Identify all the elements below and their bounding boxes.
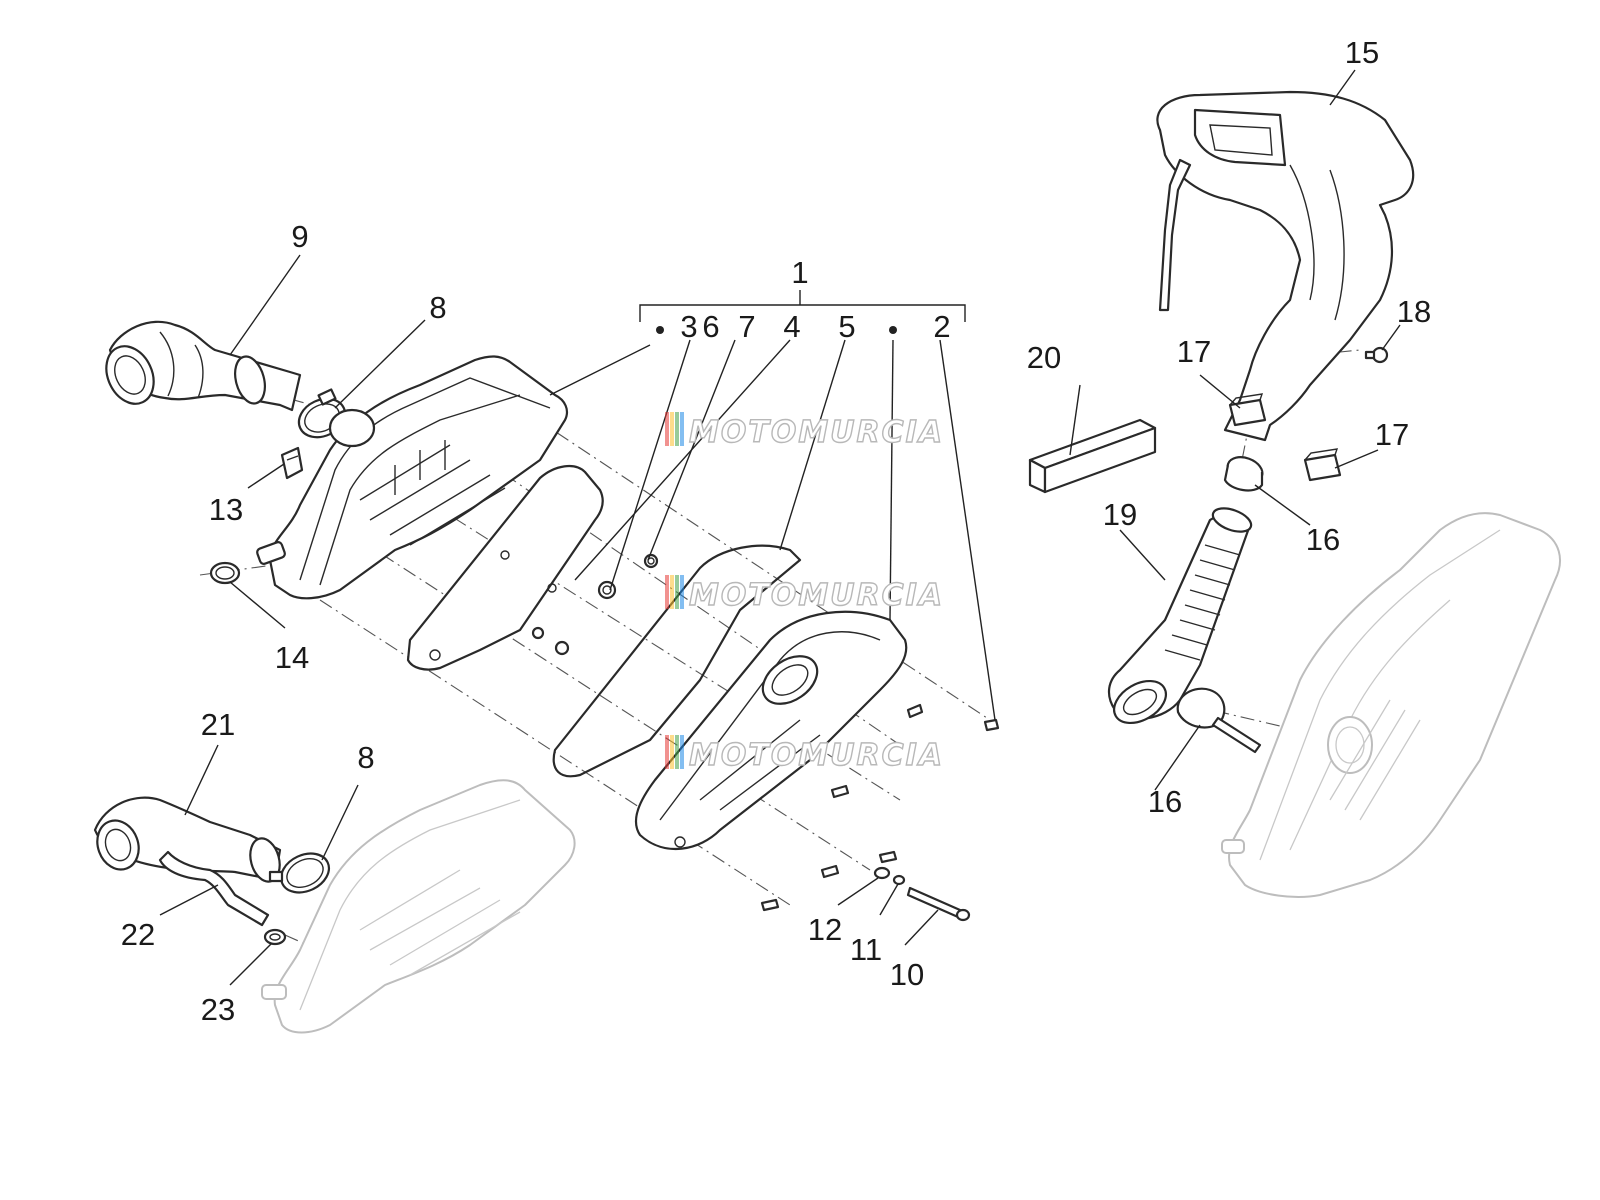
gasket-part-5 [552, 544, 802, 778]
filter-element-part-3 [406, 464, 604, 671]
callout-labels: 1 2 3 4 5 6 7 8 8 9 10 11 12 13 14 15 16… [121, 35, 1431, 1027]
callout-7: 7 [738, 309, 755, 344]
bolt-washers-part-10-11-12 [873, 866, 971, 922]
callout-11: 11 [850, 932, 882, 967]
kit-bracket [639, 290, 966, 334]
screw-part-18 [1364, 346, 1389, 364]
callout-6: 6 [702, 309, 719, 344]
callout-22: 22 [121, 917, 155, 952]
callout-15: 15 [1345, 35, 1379, 70]
callout-17-right: 17 [1375, 417, 1409, 452]
callout-16-upper: 16 [1306, 522, 1340, 557]
intake-duct-part-21 [93, 796, 282, 883]
callout-18: 18 [1397, 294, 1431, 329]
callout-23: 23 [201, 992, 235, 1027]
hose-part-22 [158, 850, 270, 927]
leader-lines [159, 69, 1401, 986]
callout-14: 14 [275, 640, 309, 675]
reference-housing-lower [261, 779, 576, 1034]
watermark-text: MOTOMURCIA [689, 578, 944, 613]
watermark-text: MOTOMURCIA [689, 415, 944, 450]
screws [760, 703, 1000, 912]
callout-9: 9 [291, 219, 308, 254]
callout-1: 1 [791, 255, 808, 290]
callout-10: 10 [890, 957, 924, 992]
filter-cover-part-2 [635, 610, 908, 851]
callout-12: 12 [808, 912, 842, 947]
callout-8-bottom: 8 [357, 740, 374, 775]
foam-block-part-20 [1028, 418, 1157, 494]
hose-clamp-part-14 [209, 561, 241, 585]
watermark-2: MOTOMURCIA [665, 575, 944, 614]
bellows-part-19 [1107, 507, 1253, 725]
upper-intake-part-15 [1156, 90, 1415, 442]
intake-duct-part-9 [105, 320, 302, 412]
callout-17-upper: 17 [1177, 334, 1211, 369]
callout-19: 19 [1103, 497, 1137, 532]
reference-housing-right [1221, 512, 1561, 898]
callout-16-lower: 16 [1148, 784, 1182, 819]
callout-20: 20 [1027, 340, 1061, 375]
fittings-part-6-7 [531, 553, 659, 656]
clip-part-13 [280, 446, 304, 480]
gasket-part-16-lower [1176, 687, 1262, 754]
pad-part-17-b [1303, 448, 1342, 482]
callout-3: 3 [680, 309, 697, 344]
callout-8-top: 8 [429, 290, 446, 325]
watermark-1: MOTOMURCIA [665, 412, 944, 451]
callout-21: 21 [201, 707, 235, 742]
watermark-text: MOTOMURCIA [689, 738, 944, 773]
clamp-part-8-bottom [268, 852, 331, 894]
collar-part-16-upper [1223, 456, 1264, 492]
callout-2: 2 [933, 309, 950, 344]
watermark-3: MOTOMURCIA [665, 735, 944, 774]
callout-13: 13 [209, 492, 243, 527]
filter-housing [256, 355, 569, 600]
callout-4: 4 [783, 309, 800, 344]
fitting-part-23 [263, 928, 287, 946]
callout-5: 5 [838, 309, 855, 344]
